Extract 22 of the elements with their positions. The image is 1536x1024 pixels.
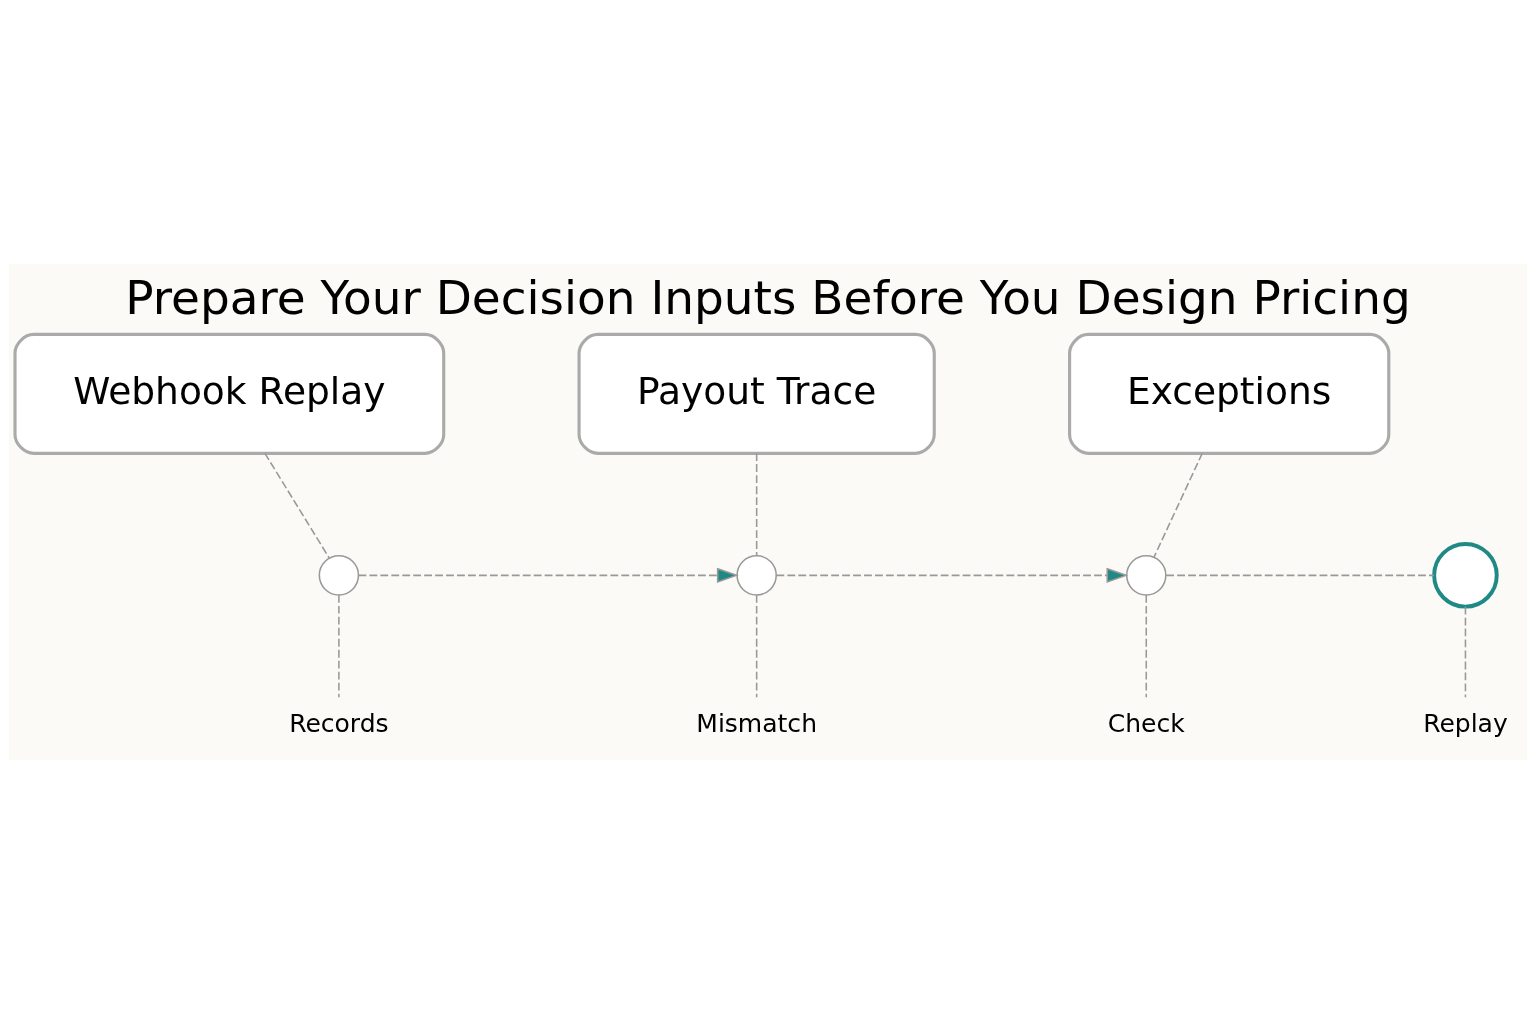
arrow bbox=[775, 567, 1129, 584]
node-circle bbox=[1432, 542, 1499, 609]
connector bbox=[338, 594, 340, 699]
connector bbox=[1165, 574, 1435, 577]
node-text: Replay bbox=[1423, 708, 1508, 738]
node-text: Records bbox=[289, 708, 389, 738]
connector bbox=[1464, 605, 1467, 699]
connector bbox=[1153, 452, 1204, 558]
node-box: Payout Trace bbox=[577, 332, 936, 455]
node-text: Check bbox=[1107, 708, 1185, 738]
connector bbox=[264, 452, 330, 559]
diagram-title: Prepare Your Decision Inputs Before You Design Pricing bbox=[125, 270, 1411, 326]
connector bbox=[755, 594, 758, 699]
connector bbox=[755, 452, 758, 557]
node-circle bbox=[1125, 555, 1167, 596]
node-circle bbox=[736, 555, 777, 596]
connector bbox=[1145, 594, 1148, 699]
arrow bbox=[357, 567, 739, 584]
node-box: Exceptions bbox=[1068, 332, 1391, 455]
node-text: Mismatch bbox=[696, 708, 817, 738]
node-circle bbox=[318, 555, 360, 596]
node-box: Webhook Replay bbox=[13, 332, 446, 455]
